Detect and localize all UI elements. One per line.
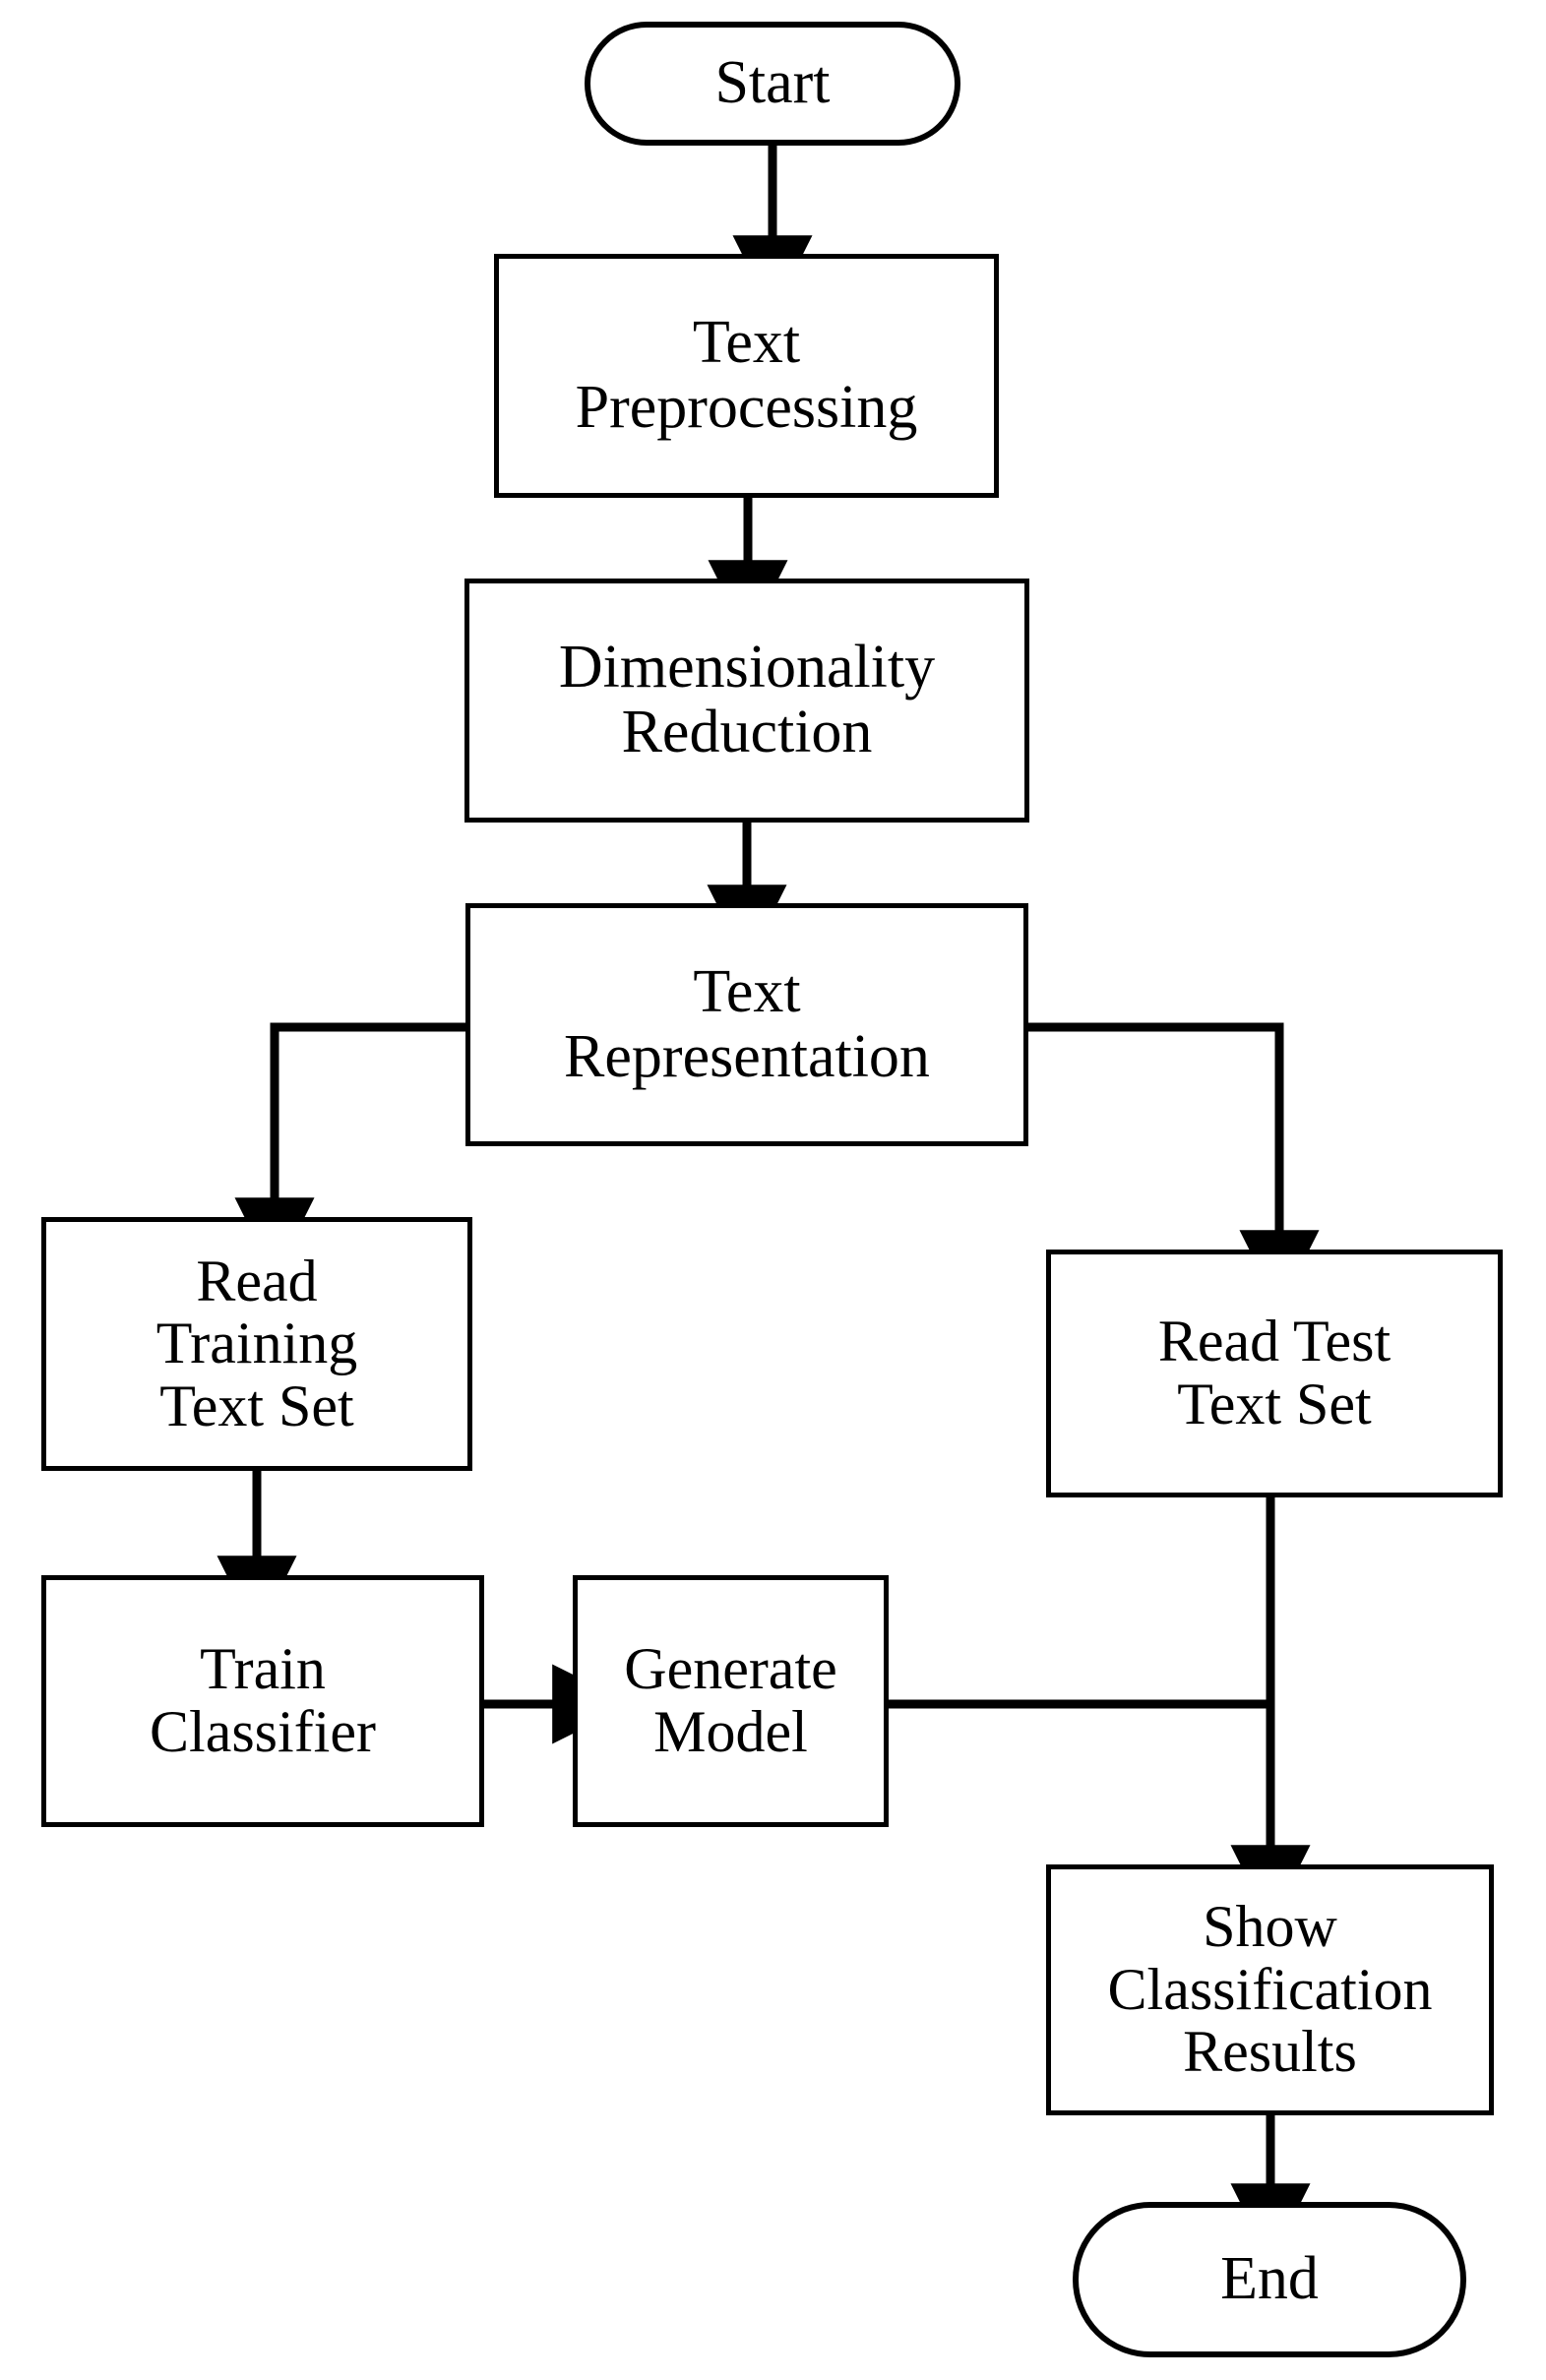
node-read-training-text-set[interactable]: Read Training Text Set [41, 1217, 472, 1471]
node-generate-model-label: Generate Model [624, 1636, 837, 1764]
node-end[interactable]: End [1073, 2202, 1466, 2357]
node-text-representation[interactable]: Text Representation [465, 903, 1028, 1146]
node-dimensionality-reduction[interactable]: Dimensionality Reduction [464, 579, 1029, 823]
node-read-training-text-set-label: Read Training Text Set [155, 1248, 358, 1438]
node-dimensionality-reduction-label: Dimensionality Reduction [558, 634, 936, 765]
node-start-label: Start [714, 49, 831, 117]
edge-text-representation-to-read-training [234, 1022, 465, 1278]
node-train-classifier-label: Train Classifier [150, 1636, 376, 1764]
node-text-preprocessing-label: Text Preprocessing [575, 309, 918, 441]
node-show-classification-results[interactable]: Show Classification Results [1046, 1864, 1494, 2115]
node-generate-model[interactable]: Generate Model [573, 1575, 889, 1827]
node-train-classifier[interactable]: Train Classifier [41, 1575, 484, 1827]
node-text-preprocessing[interactable]: Text Preprocessing [494, 254, 999, 498]
node-end-label: End [1220, 2245, 1319, 2313]
edge-text-representation-to-read-test [1028, 1022, 1320, 1311]
node-read-test-text-set-label: Read Test Text Set [1157, 1309, 1391, 1436]
node-text-representation-label: Text Representation [564, 957, 930, 1090]
node-read-test-text-set[interactable]: Read Test Text Set [1046, 1250, 1503, 1497]
node-start[interactable]: Start [585, 22, 960, 146]
node-show-classification-results-label: Show Classification Results [1107, 1894, 1433, 2085]
